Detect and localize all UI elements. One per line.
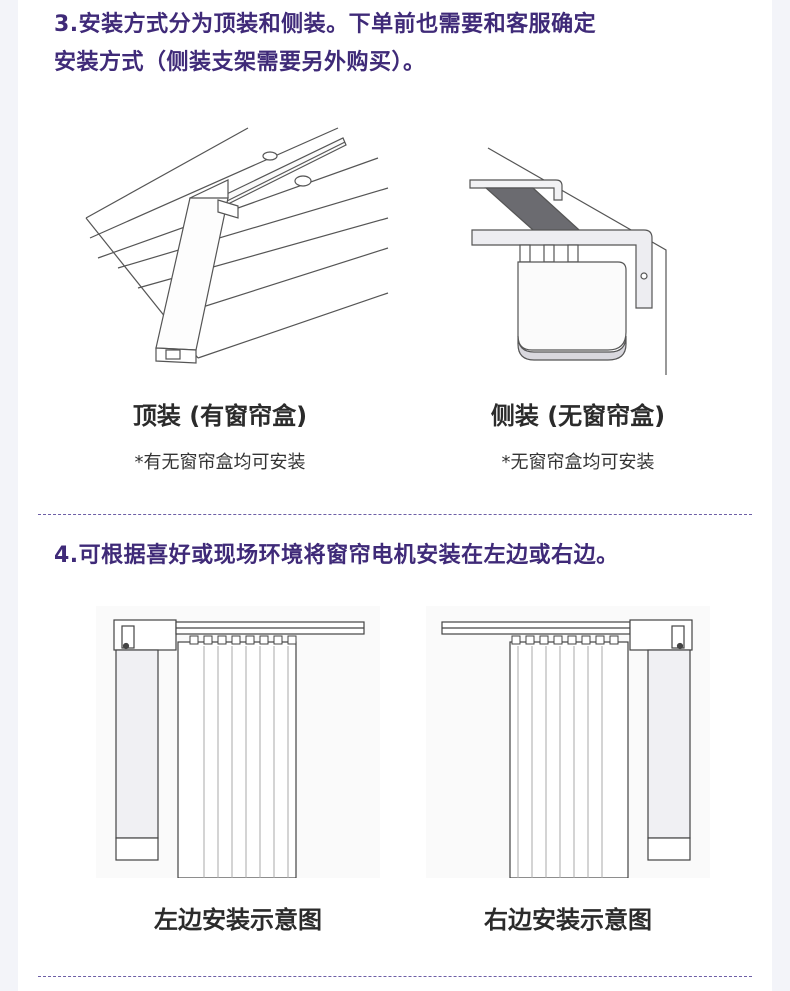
left-install-caption: 左边安装示意图	[154, 906, 322, 934]
right-install-diagram	[426, 606, 710, 878]
top-mount-caption: 顶装 (有窗帘盒)	[132, 402, 308, 430]
side-mount-illustration	[469, 147, 667, 375]
top-mount-note: *有无窗帘盒均可安装	[134, 452, 306, 473]
divider	[38, 514, 752, 515]
side-mount-caption: 侧装 (无窗帘盒)	[490, 402, 666, 430]
content-panel: 3.安装方式分为顶装和侧装。下单前也需要和客服确定 安装方式（侧装支架需要另外购…	[18, 0, 772, 991]
left-install-diagram	[96, 606, 380, 878]
section3-title-line2: 安装方式（侧装支架需要另外购买）。	[54, 50, 426, 75]
top-mount-illustration	[85, 127, 389, 364]
divider	[38, 976, 752, 977]
right-install-caption: 右边安装示意图	[484, 906, 652, 934]
section4-title: 4.可根据喜好或现场环境将窗帘电机安装在左边或右边。	[54, 543, 619, 568]
side-mount-note: *无窗帘盒均可安装	[501, 452, 655, 473]
section3-title-line1: 3.安装方式分为顶装和侧装。下单前也需要和客服确定	[54, 12, 597, 37]
